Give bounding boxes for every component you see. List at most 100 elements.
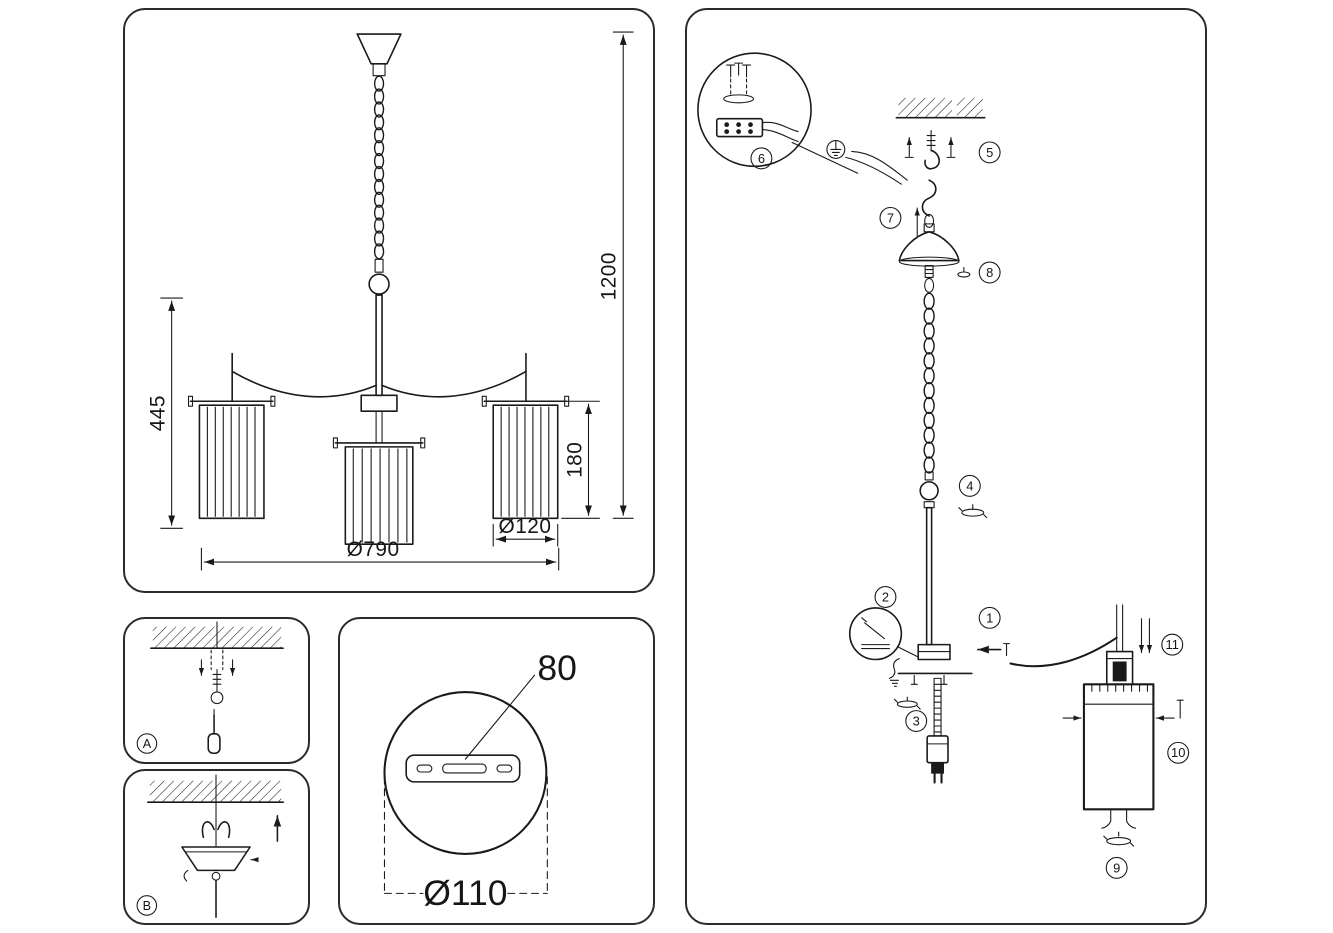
chandelier-front-view	[187, 33, 570, 545]
left-arm	[231, 370, 377, 398]
mounting-plate	[405, 754, 521, 783]
step-badge-1: 1	[978, 606, 1001, 629]
svg-text:7: 7	[887, 210, 894, 225]
right-shade	[481, 395, 570, 520]
svg-text:11: 11	[1166, 637, 1179, 652]
svg-text:6: 6	[758, 151, 765, 166]
ceiling-canopy	[356, 33, 402, 65]
mounting-variant-a-panel: A	[123, 617, 310, 764]
right-slot	[496, 764, 513, 773]
svg-text:9: 9	[1113, 860, 1120, 875]
step-badge-9: 9	[1105, 856, 1128, 879]
svg-text:10: 10	[1171, 745, 1185, 760]
step-badge-7: 7	[879, 206, 902, 229]
suspension-chain	[373, 75, 385, 260]
canopy-bell	[898, 231, 960, 262]
chain-start-link	[924, 277, 935, 293]
dim-fixture-height: 445	[147, 297, 184, 529]
glass-shade	[1082, 683, 1155, 811]
mount-plate-panel: 80 Ø110	[338, 617, 655, 925]
arm-socket	[1105, 650, 1134, 686]
variant-a-label: A	[143, 737, 152, 751]
shade-bottom-fitting	[1101, 808, 1137, 829]
center-hub	[360, 394, 398, 412]
dim-shade-diameter-label: Ø120	[499, 515, 552, 538]
dim-fixture-height-label: 445	[147, 395, 170, 431]
left-slot	[416, 764, 433, 773]
step-badge-11: 11	[1161, 633, 1184, 656]
mounting-variant-b-panel: B	[123, 769, 310, 925]
svg-text:1: 1	[986, 610, 993, 625]
dim-shade-height-label: 180	[564, 442, 587, 478]
s-hook	[921, 179, 937, 217]
canopy-cup	[181, 846, 259, 882]
step-badge-4: 4	[958, 474, 981, 497]
hanging-ring	[368, 273, 390, 295]
dim-shade-diameter: Ø120	[492, 515, 559, 547]
anchor-hook	[210, 669, 224, 705]
center-socket	[926, 735, 949, 784]
rotate-icon-stem	[893, 696, 921, 710]
drill-guides	[210, 649, 224, 671]
ground-lead	[888, 657, 900, 687]
locking-finial	[957, 266, 971, 278]
svg-text:2: 2	[882, 589, 889, 604]
svg-text:5: 5	[986, 145, 993, 160]
svg-text:8: 8	[986, 265, 993, 280]
step-badge-10: 10	[1167, 741, 1190, 764]
threaded-stem	[924, 265, 934, 279]
dimensions-panel: 1200 445 180 Ø120 Ø790	[123, 8, 655, 593]
ceiling-section	[895, 97, 986, 119]
center-shade	[332, 437, 426, 545]
shade-set-screw	[1176, 699, 1184, 719]
hub-screws	[910, 674, 948, 685]
hook-link	[924, 213, 935, 228]
step-badge-8: 8	[978, 261, 1001, 284]
variant-b-badge: B	[136, 895, 158, 916]
hanging-ring	[919, 481, 939, 501]
washer	[723, 94, 755, 104]
screw-detail-circle	[848, 607, 903, 661]
ceiling-hook-hardware	[904, 130, 956, 170]
assembly-panel: 1 2 3 4 5 6 7	[685, 8, 1207, 925]
step-badge-2: 2	[874, 586, 897, 608]
dim-fixture-diameter: Ø790	[200, 538, 560, 571]
slot-spacing-label: 80	[537, 648, 577, 688]
center-rod	[925, 506, 933, 646]
callout-line	[464, 674, 536, 760]
left-shade	[187, 395, 276, 520]
step-badge-3: 3	[905, 710, 928, 732]
center-stem	[375, 410, 383, 444]
detail-leader-line-2	[896, 646, 918, 658]
chain-ring	[211, 871, 221, 881]
step-badge-6: 6	[750, 147, 773, 170]
dim-fixture-diameter-label: Ø790	[347, 538, 400, 561]
rod-cap	[923, 501, 935, 509]
block-wires	[761, 121, 799, 143]
wiring-detail-circle	[697, 52, 812, 168]
dim-total-height-label: 1200	[597, 252, 620, 300]
ground-symbol	[826, 139, 846, 159]
supply-wires	[845, 150, 908, 185]
terminal-block	[715, 117, 764, 138]
suspension-chain	[923, 292, 935, 474]
dim-shade-height: 180	[561, 400, 600, 519]
center-slot	[442, 763, 487, 774]
chain-connector	[374, 258, 384, 273]
ring-collar	[924, 471, 934, 481]
svg-text:4: 4	[966, 478, 973, 493]
plate-diameter-label: Ø110	[423, 873, 507, 913]
magnifier-circle	[383, 691, 548, 855]
variant-a-badge: A	[136, 733, 158, 754]
rotate-icon-shade	[1103, 831, 1135, 847]
arm-end-tube	[1116, 604, 1124, 653]
canopy-rim	[898, 256, 960, 267]
terminal-screws	[726, 62, 752, 78]
center-rod	[375, 294, 383, 397]
arm-set-screw	[1003, 643, 1011, 657]
lamp-arm	[1009, 636, 1118, 668]
ceiling-hook	[924, 149, 940, 170]
canopy-nipple	[372, 63, 386, 77]
right-arm	[381, 370, 527, 398]
